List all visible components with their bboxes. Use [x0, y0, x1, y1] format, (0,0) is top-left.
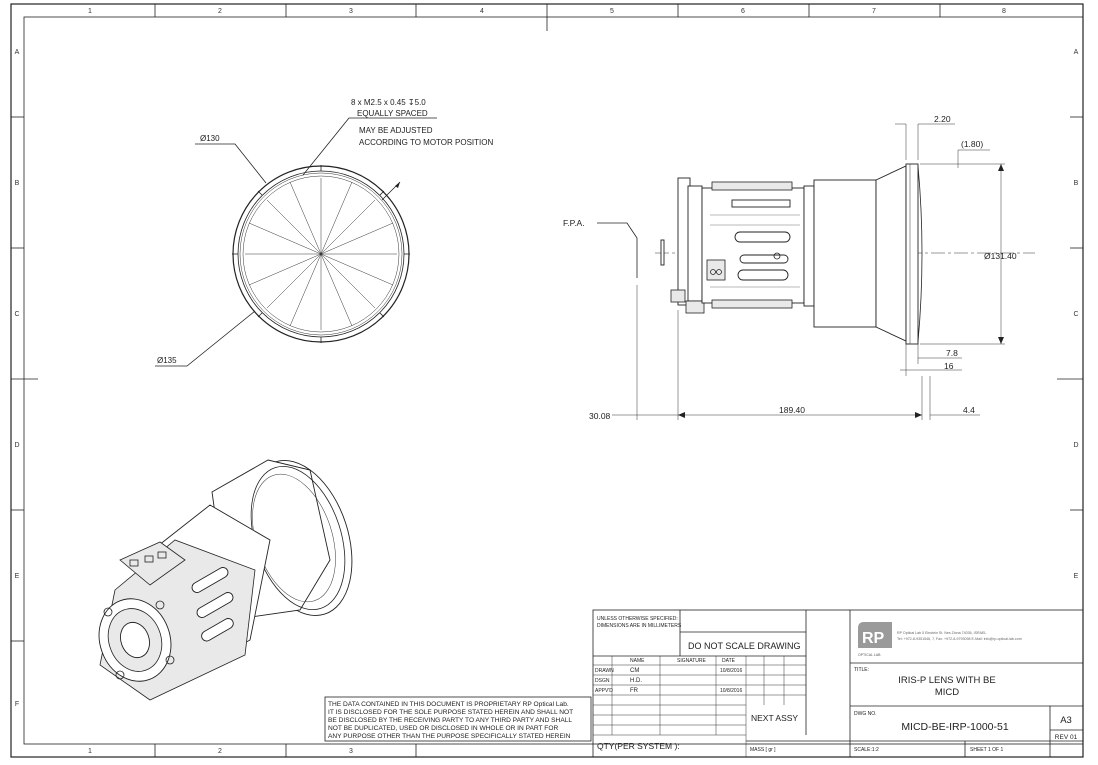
zone-col-6: 6: [741, 8, 745, 15]
dim-1-80: (1.80): [961, 139, 983, 149]
zone-row-d-right: D: [1073, 442, 1078, 449]
connector-board: [706, 259, 726, 281]
dim-189-40: 189.40: [779, 405, 805, 415]
dim-30-08: 30.08: [589, 411, 611, 421]
next-assy: NEXT ASSY: [751, 713, 798, 723]
zone-row-e-right: E: [1074, 573, 1079, 580]
disclaimer-line4: NOT BE DUPLICATED, USED OR DISCLOSED IN …: [328, 725, 558, 732]
zone-row-c: C: [14, 311, 19, 318]
mass-label: MASS [ gr ]: [750, 747, 776, 753]
iso-circuit-board: [119, 541, 186, 586]
dia-135-label: Ø135: [157, 356, 177, 365]
sheet-number: SHEET 1 OF 1: [970, 747, 1003, 753]
lens-cone: [875, 165, 907, 342]
row-drawn-date: 10/8/2016: [720, 668, 742, 674]
zone-col-1: 1: [88, 8, 92, 15]
dim-4-4: 4.4: [963, 405, 975, 415]
company-contact: Tel: +972-8-9351546, 7, Fax: +972-8-9793…: [897, 637, 1022, 641]
scale: SCALE:1:2: [854, 747, 879, 753]
fpa-leader: [597, 222, 638, 278]
dwg-number: MICD-BE-IRP-1000-51: [901, 721, 1009, 733]
dia-135-leader: [155, 310, 256, 367]
row-appvd-role: APPV'D: [595, 688, 613, 694]
dim-131-40: Ø131.40: [984, 251, 1017, 261]
zone-row-a-right: A: [1074, 49, 1079, 56]
thread-note: 8 x M2.5 x 0.45 ↧5.0: [351, 98, 426, 107]
lens-barrel: [813, 179, 877, 328]
sheet-size: A3: [1060, 715, 1072, 726]
zone-col-8: 8: [1002, 8, 1006, 15]
thread-note-leader: [302, 117, 437, 176]
zone-row-c-right: C: [1073, 311, 1078, 318]
header-name: NAME: [630, 658, 645, 664]
zone-col-1-bottom: 1: [88, 748, 92, 755]
disclaimer-line1: THE DATA CONTAINED IN THIS DOCUMENT IS P…: [328, 701, 569, 708]
drawing-title-line1: IRIS-P LENS WITH BE: [898, 675, 995, 686]
fpa-label: F.P.A.: [563, 218, 585, 228]
dimensions: 2.20 (1.80) Ø131.40 7.8 16: [589, 114, 1017, 421]
zone-row-a: A: [15, 49, 20, 56]
title-block: UNLESS OTHERWISE SPECIFIED: DIMENSIONS A…: [592, 609, 1084, 758]
row-dsgn-role: DSGN: [595, 678, 610, 684]
dim-2-20: 2.20: [934, 114, 951, 124]
header-date: DATE: [722, 658, 736, 664]
sheet-border: [10, 3, 1084, 758]
dia-130-label: Ø130: [200, 134, 220, 143]
zone-col-2: 2: [218, 8, 222, 15]
center-lines: [245, 178, 397, 330]
title-label: TITLE:: [854, 667, 869, 673]
row-drawn-name: CM: [630, 668, 639, 674]
header-signature: SIGNATURE: [677, 658, 706, 664]
dim-16: 16: [944, 361, 954, 371]
zone-row-e: E: [15, 573, 20, 580]
zone-col-4: 4: [480, 8, 484, 15]
qty-per-system: QTY(PER SYSTEM ):: [597, 741, 680, 751]
bolt-hole-marks: [232, 165, 410, 343]
do-not-scale: DO NOT SCALE DRAWING: [688, 641, 801, 651]
dwg-no-label: DWG NO.: [854, 711, 877, 717]
zone-row-f: F: [15, 701, 19, 708]
revision: REV 01: [1055, 734, 1078, 741]
adjust-note-line2: ACCORDING TO MOTOR POSITION: [359, 138, 493, 147]
disclaimer-line2: IT IS DISCLOSED FOR THE SOLE PURPOSE STA…: [328, 709, 573, 716]
zone-labels: 1 2 3 4 5 6 7 8 1 2 3 A B C D E F A B C …: [14, 8, 1078, 755]
dia-130-leader: [195, 143, 267, 184]
proprietary-notice: THE DATA CONTAINED IN THIS DOCUMENT IS P…: [324, 696, 592, 742]
front-view: 8 x M2.5 x 0.45 ↧5.0 EQUALLY SPACED MAY …: [155, 98, 493, 367]
zone-col-5: 5: [610, 8, 614, 15]
row-drawn-role: DRAWN: [595, 668, 614, 674]
adjust-note-line1: MAY BE ADJUSTED: [359, 126, 433, 135]
company-address: RP Optical Lab 5 Einstein St. Nes Ziona …: [897, 631, 986, 635]
disclaimer-line5: ANY PURPOSE OTHER THAN THE PURPOSE SPECI…: [328, 733, 571, 740]
logo-text: RP: [862, 630, 885, 647]
company-logo: RP OPTICAL LAB: [858, 622, 892, 657]
unless-specified-line2: DIMENSIONS ARE IN MILLIMETERS: [597, 623, 682, 629]
zone-col-3-bottom: 3: [349, 748, 353, 755]
side-view: 2.20 (1.80) Ø131.40 7.8 16: [563, 114, 1035, 421]
equally-spaced-note: EQUALLY SPACED: [357, 109, 428, 118]
row-appvd-date: 10/8/2016: [720, 688, 742, 694]
row-dsgn-name: H.D.: [630, 678, 642, 684]
dim-7-8: 7.8: [946, 348, 958, 358]
unless-specified-line1: UNLESS OTHERWISE SPECIFIED:: [597, 616, 678, 622]
front-flange: [905, 163, 919, 345]
disclaimer-line3: BE DISCLOSED BY THE RECEIVING PARTY TO A…: [328, 717, 572, 724]
zone-col-3: 3: [349, 8, 353, 15]
zone-row-b-right: B: [1074, 180, 1079, 187]
approval-grid: [593, 656, 806, 757]
logo-subtext: OPTICAL LAB: [858, 653, 881, 657]
zone-col-7: 7: [872, 8, 876, 15]
zone-row-d: D: [14, 442, 19, 449]
row-appvd-name: FR: [630, 688, 639, 694]
zone-col-2-bottom: 2: [218, 748, 222, 755]
drawing-title-line2: MICD: [935, 687, 959, 698]
zone-row-b: B: [15, 180, 20, 187]
isometric-view: [98, 459, 353, 701]
